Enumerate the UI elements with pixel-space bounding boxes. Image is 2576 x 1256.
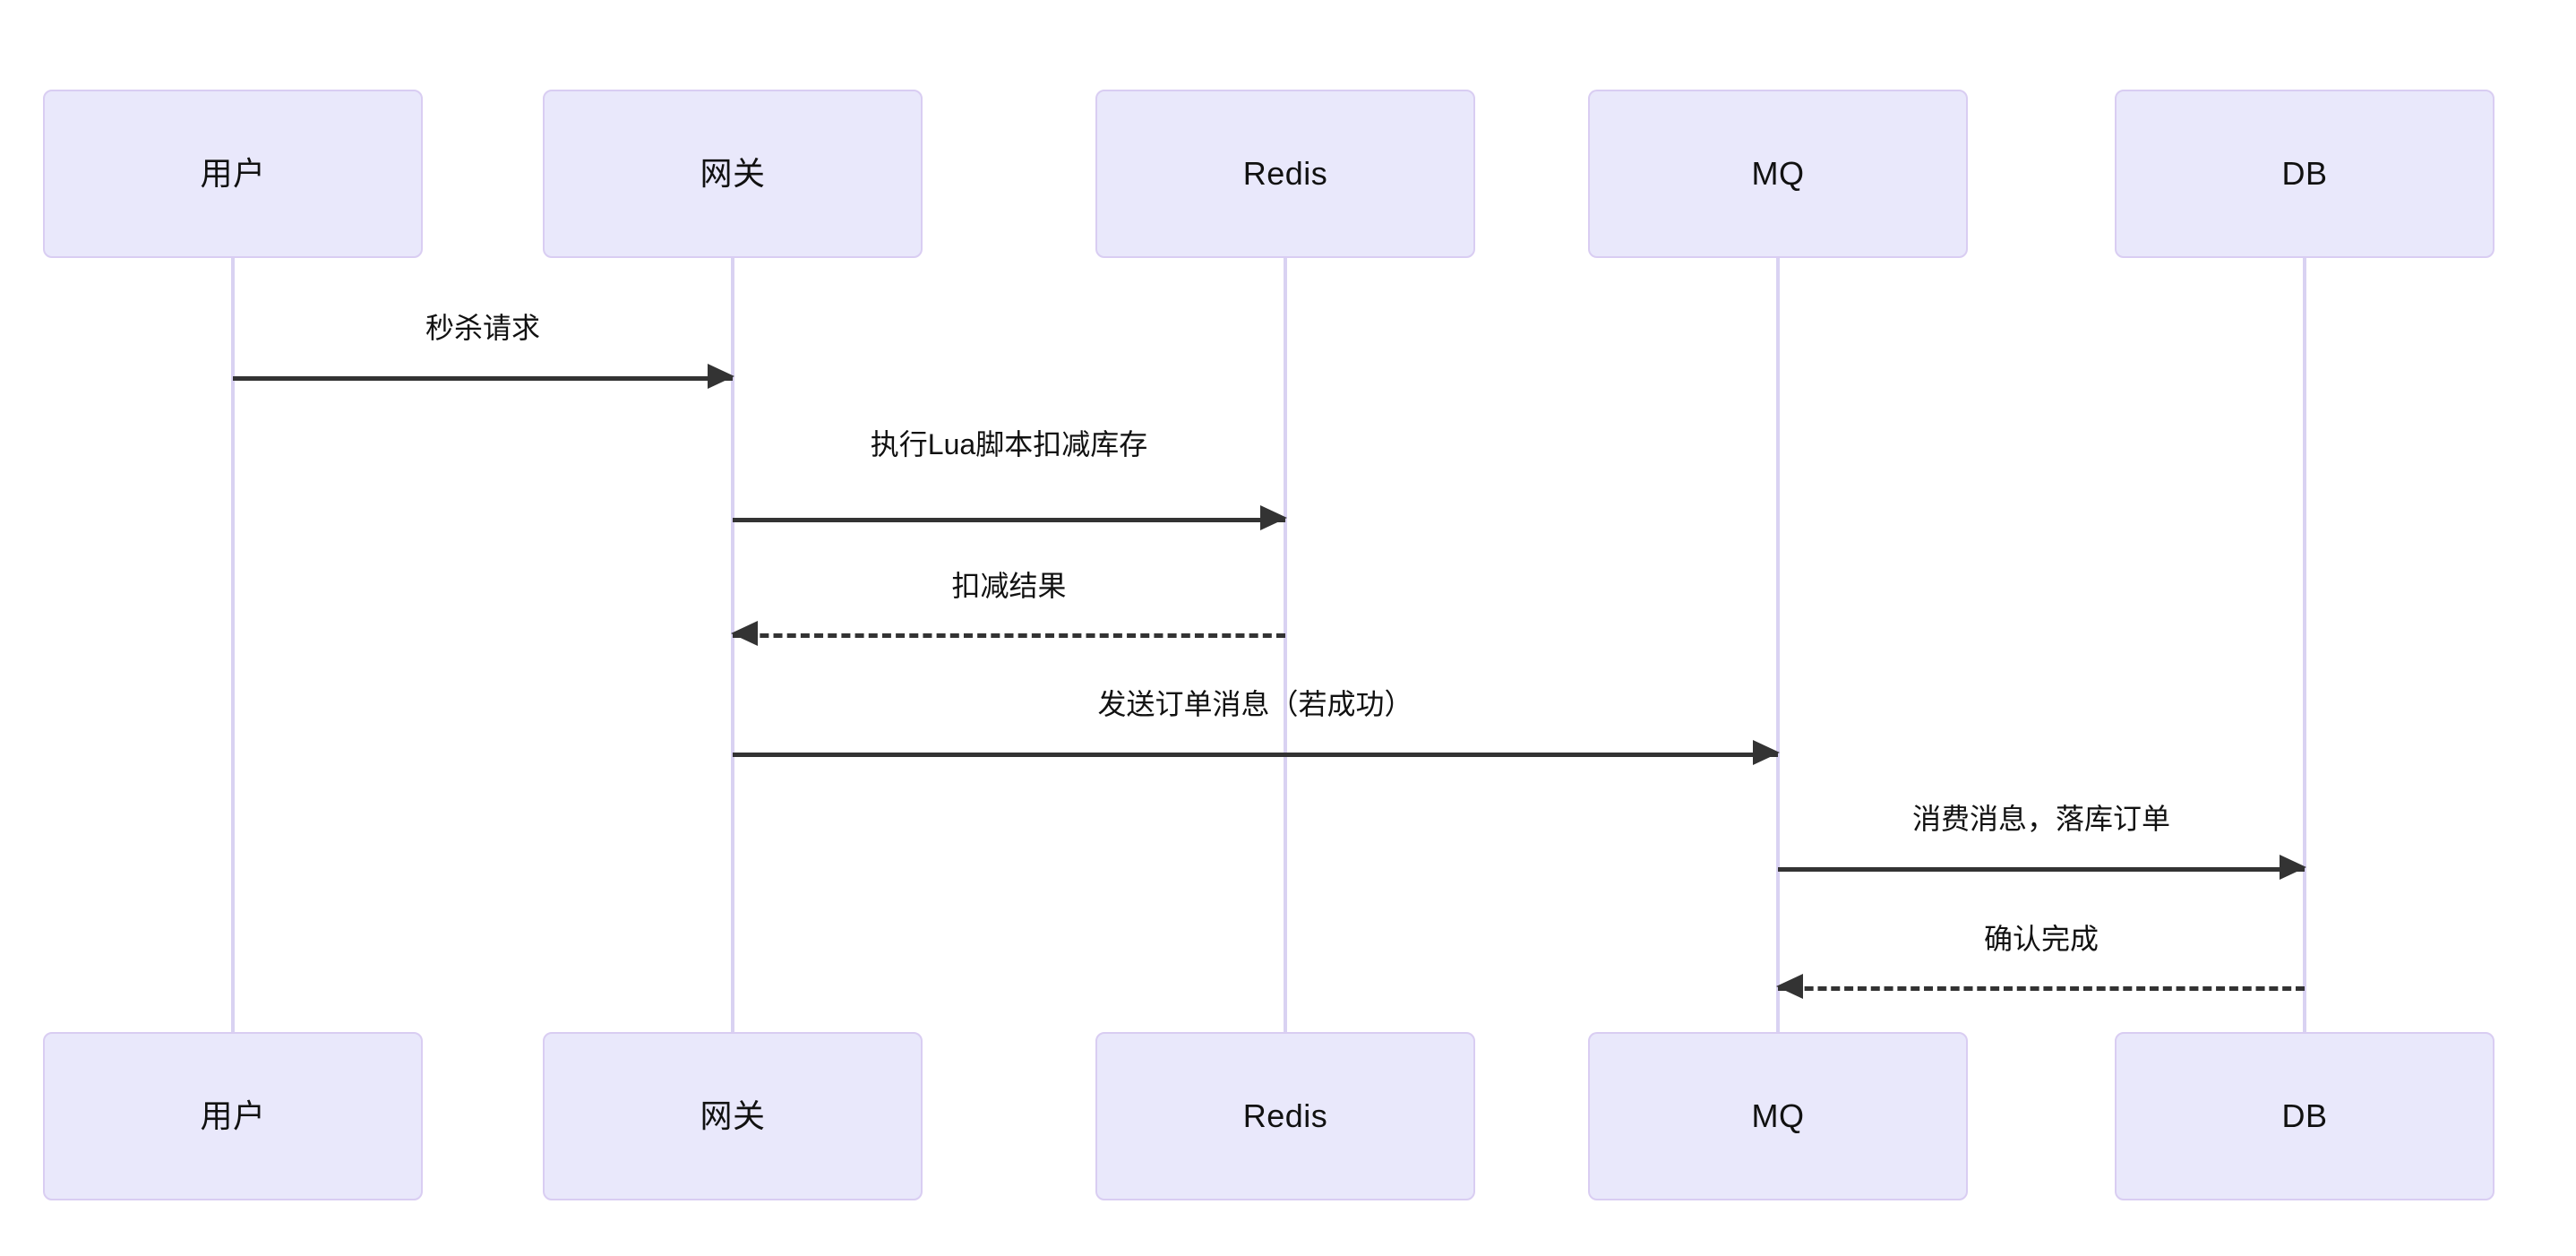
- message-label-2: 执行Lua脚本扣减库存: [870, 428, 1148, 460]
- participant-label-db: DB: [2281, 1097, 2328, 1134]
- arrowhead-left-icon: [731, 621, 758, 646]
- participant-label-gateway: 网关: [700, 1097, 766, 1134]
- participant-label-redis: Redis: [1242, 155, 1328, 192]
- participant-box-top-db[interactable]: DB: [2115, 90, 2494, 258]
- message-label-4: 发送订单消息（若成功）: [1097, 688, 1413, 720]
- arrowhead-right-icon: [2280, 855, 2306, 880]
- participant-box-bottom-db[interactable]: DB: [2115, 1032, 2494, 1200]
- arrowhead-right-icon: [708, 364, 734, 389]
- lifeline-mq: [1776, 258, 1780, 1032]
- participant-box-top-redis[interactable]: Redis: [1095, 90, 1475, 258]
- message-line-2: [733, 518, 1285, 522]
- lifeline-redis: [1284, 258, 1287, 1032]
- message-label-1: 秒杀请求: [425, 312, 541, 344]
- message-line-5: [1778, 867, 2305, 872]
- participant-box-top-user[interactable]: 用户: [43, 90, 423, 258]
- lifeline-db: [2303, 258, 2306, 1032]
- message-label-6: 确认完成: [1983, 923, 2099, 955]
- participant-label-gateway: 网关: [700, 155, 766, 192]
- participant-label-user: 用户: [200, 1097, 266, 1134]
- participant-label-db: DB: [2281, 155, 2328, 192]
- message-label-5: 消费消息，落库订单: [1911, 803, 2171, 835]
- message-line-1: [233, 376, 733, 381]
- participant-label-mq: MQ: [1751, 1097, 1805, 1134]
- message-label-3: 扣减结果: [951, 570, 1067, 602]
- arrowhead-right-icon: [1260, 505, 1287, 530]
- participant-box-bottom-gateway[interactable]: 网关: [543, 1032, 923, 1200]
- participant-box-top-mq[interactable]: MQ: [1588, 90, 1968, 258]
- arrowhead-left-icon: [1776, 974, 1803, 999]
- participant-box-bottom-redis[interactable]: Redis: [1095, 1032, 1475, 1200]
- lifeline-user: [231, 258, 235, 1032]
- participant-box-bottom-mq[interactable]: MQ: [1588, 1032, 1968, 1200]
- message-line-3: [733, 633, 1285, 638]
- participant-label-user: 用户: [200, 155, 266, 192]
- participant-label-mq: MQ: [1751, 155, 1805, 192]
- arrowhead-right-icon: [1753, 740, 1780, 765]
- participant-label-redis: Redis: [1242, 1097, 1328, 1134]
- message-line-4: [733, 753, 1778, 757]
- participant-box-top-gateway[interactable]: 网关: [543, 90, 923, 258]
- participant-box-bottom-user[interactable]: 用户: [43, 1032, 423, 1200]
- message-line-6: [1778, 986, 2305, 991]
